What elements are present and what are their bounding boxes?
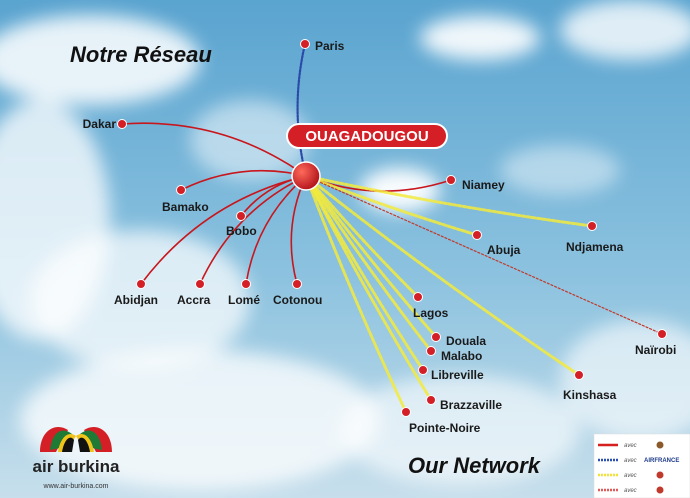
city-dot-niamey <box>446 175 456 185</box>
city-label-niamey: Niamey <box>462 178 505 192</box>
city-dot-pointe-noire <box>401 407 411 417</box>
city-dot-paris <box>300 39 310 49</box>
route-brazzaville <box>304 174 433 402</box>
city-label-lagos: Lagos <box>413 306 449 320</box>
city-dot-bamako <box>176 185 186 195</box>
city-label-abuja: Abuja <box>487 243 521 257</box>
logo-url: www.air-burkina.com <box>43 483 109 490</box>
route-abidjan <box>140 175 307 285</box>
city-label-lome: Lomé <box>228 293 260 307</box>
city-dot-libreville <box>418 365 428 375</box>
city-dot-dakar <box>117 119 127 129</box>
city-label-douala: Douala <box>446 334 486 348</box>
route-abuja <box>304 174 479 237</box>
city-dot-malabo <box>426 346 436 356</box>
city-label-accra: Accra <box>177 293 211 307</box>
city-label-brazzaville: Brazzaville <box>440 398 502 412</box>
city-label-abidjan: Abidjan <box>114 293 158 307</box>
route-pointe-noire <box>304 174 408 414</box>
legend-text-3: avec <box>624 473 637 479</box>
city-label-cotonou: Cotonou <box>273 293 322 307</box>
title-top: Notre Réseau <box>70 42 212 67</box>
city-dot-accra <box>195 279 205 289</box>
route-kinshasa <box>304 174 581 377</box>
city-dot-bobo <box>236 211 246 221</box>
city-dot-nairobi <box>657 329 667 339</box>
city-dot-lagos <box>413 292 423 302</box>
title-bottom: Our Network <box>408 453 542 478</box>
city-dot-abuja <box>472 230 482 240</box>
city-dot-ndjamena <box>587 221 597 231</box>
legend-text-2: avec <box>624 458 637 464</box>
city-label-ndjamena: Ndjamena <box>566 240 624 254</box>
airfrance-logo-icon: AIRFRANCE <box>644 458 679 464</box>
logo-name: air burkina <box>33 457 120 476</box>
city-label-malabo: Malabo <box>441 349 482 363</box>
city-dot-brazzaville <box>426 395 436 405</box>
route-malabo <box>304 174 433 353</box>
route-accra <box>199 175 307 285</box>
legend-box <box>593 433 690 498</box>
route-dakar <box>121 122 307 177</box>
city-label-pointe-noire: Pointe-Noire <box>409 421 481 435</box>
city-label-nairobi: Naïrobi <box>635 343 676 357</box>
hub-label: OUAGADOUGOU <box>305 128 428 145</box>
route-lagos <box>304 174 420 299</box>
city-dot-lome <box>241 279 251 289</box>
city-dot-abidjan <box>136 279 146 289</box>
city-label-dakar: Dakar <box>83 117 117 131</box>
city-label-bobo: Bobo <box>226 224 257 238</box>
hub-label-badge <box>286 123 448 149</box>
partner-logo-icon <box>656 471 664 479</box>
city-dot-kinshasa <box>574 370 584 380</box>
city-dot-douala <box>431 332 441 342</box>
city-label-libreville: Libreville <box>431 368 484 382</box>
horse-logo-icon <box>40 426 112 452</box>
city-label-bamako: Bamako <box>162 200 209 214</box>
partner-logo-icon <box>656 486 664 494</box>
legend-text-4: avec <box>624 488 637 494</box>
route-nairobi <box>305 175 663 335</box>
hub-ouagadougou: OUAGADOUGOU <box>286 123 448 191</box>
route-douala <box>304 174 438 339</box>
hub-dot <box>291 161 321 191</box>
partner-logo-icon <box>656 441 664 449</box>
legend-text-1: avec <box>624 443 637 449</box>
city-label-kinshasa: Kinshasa <box>563 388 617 402</box>
air-burkina-logo: air burkina www.air-burkina.com <box>33 426 120 490</box>
city-dot-cotonou <box>292 279 302 289</box>
route-ndjamena <box>304 174 594 228</box>
route-paris <box>296 42 308 178</box>
city-label-paris: Paris <box>315 39 345 53</box>
